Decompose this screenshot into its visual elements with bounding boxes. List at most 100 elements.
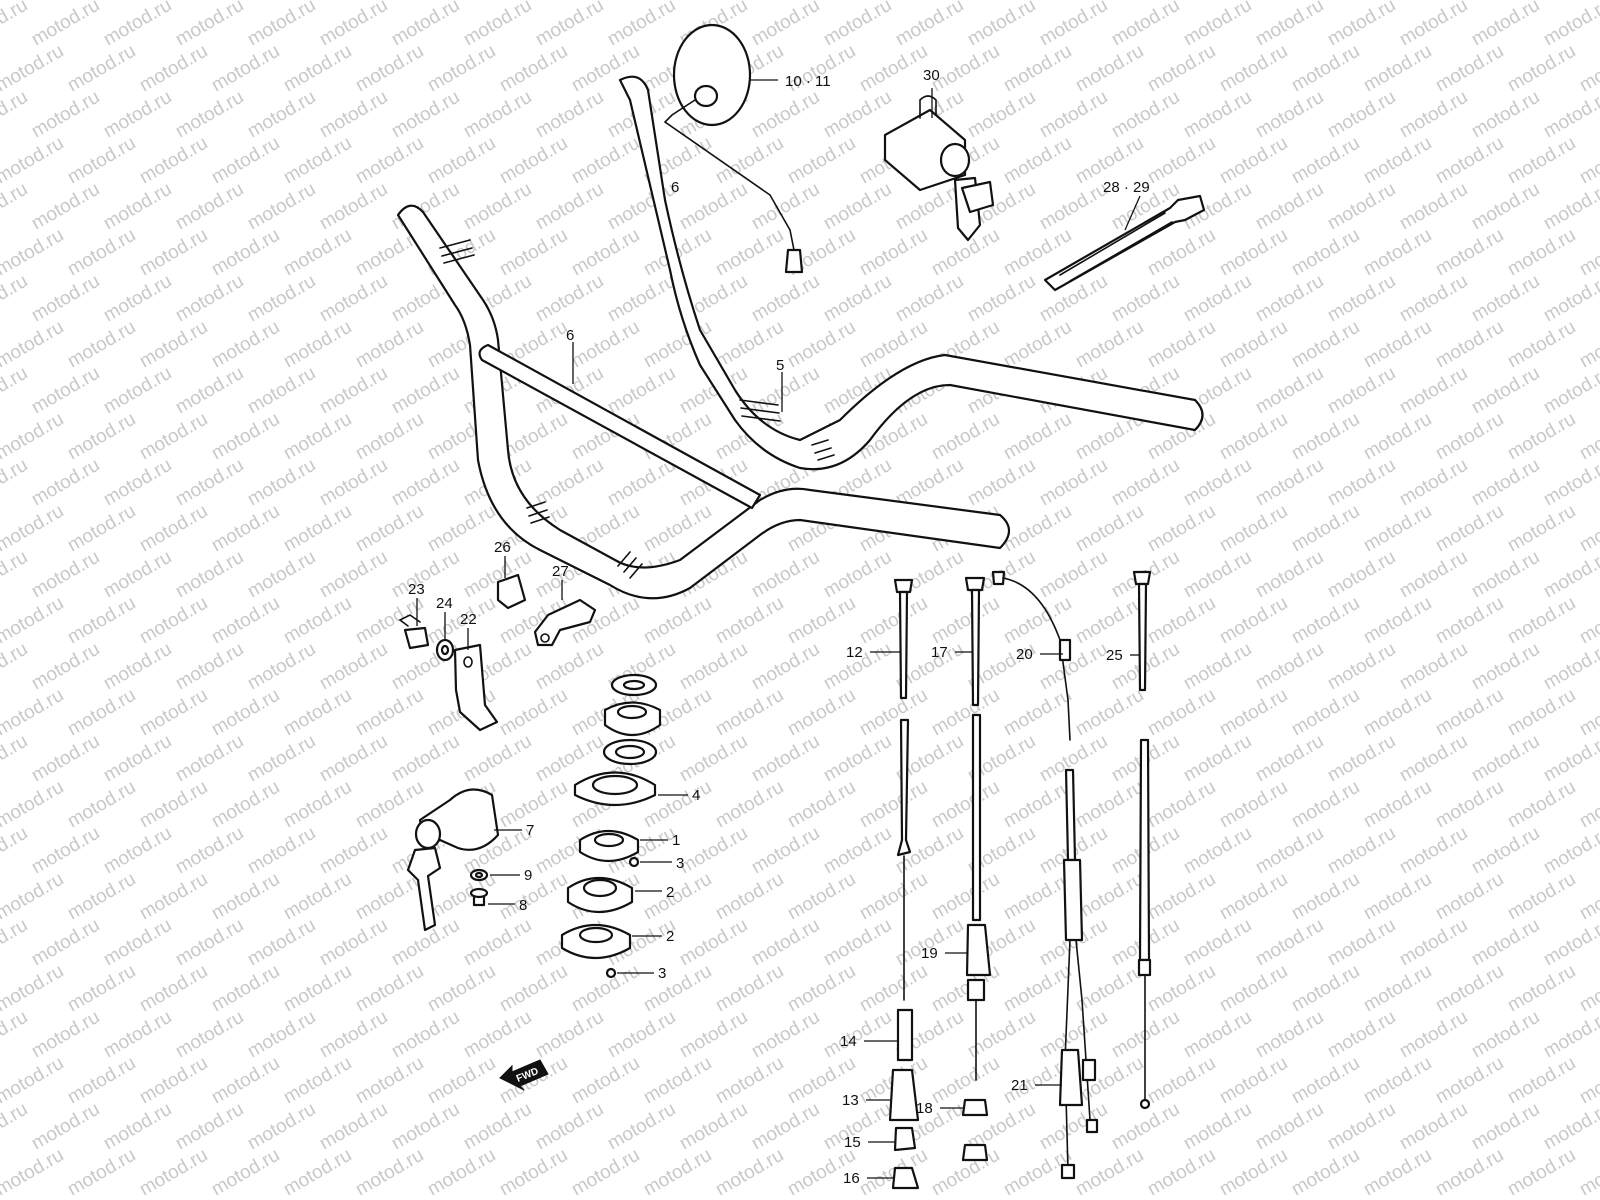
watermark-text: motod.ru [1396,179,1471,235]
watermark-text: motod.ru [1180,915,1255,971]
watermark-text: motod.ru [316,1099,391,1155]
watermark-text: motod.ru [856,869,931,925]
watermark-text: motod.ru [964,455,1039,511]
watermark-text: motod.ru [1288,317,1363,373]
watermark-text: motod.ru [316,0,391,50]
watermark-text: motod.ru [784,133,859,189]
watermark-text: motod.ru [1000,41,1075,97]
callout-2-upper: 2 [666,884,674,901]
watermark-text: motod.ru [1324,179,1399,235]
watermark-text: motod.ru [280,777,355,833]
watermark-text: motod.ru [424,501,499,557]
watermark-text: motod.ru [532,1007,607,1063]
watermark-text: motod.ru [64,961,139,1017]
watermark-text: motod.ru [1216,685,1291,741]
watermark-text: motod.ru [676,1007,751,1063]
watermark-text: motod.ru [280,1145,355,1200]
watermark-text: motod.ru [280,41,355,97]
watermark-text: motod.ru [928,777,1003,833]
watermark-text: motod.ru [208,685,283,741]
watermark-text: motod.ru [1288,685,1363,741]
watermark-text: motod.ru [1396,1099,1471,1155]
steering-lock [883,95,995,242]
watermark-text: motod.ru [1432,869,1507,925]
watermark-text: motod.ru [0,1145,67,1200]
watermark-text: motod.ru [1576,225,1600,281]
watermark-text: motod.ru [1216,317,1291,373]
watermark-text: motod.ru [676,639,751,695]
watermark-text: motod.ru [136,593,211,649]
watermark-text: motod.ru [1396,271,1471,327]
watermark-text: motod.ru [1000,0,1075,4]
watermark-text: motod.ru [1576,961,1600,1017]
watermark-text: motod.ru [1576,593,1600,649]
watermark-text: motod.ru [1252,87,1327,143]
watermark-text: motod.ru [136,1145,211,1200]
watermark-text: motod.ru [1396,1007,1471,1063]
watermark-text: motod.ru [280,409,355,465]
watermark-text: motod.ru [280,133,355,189]
watermark-text: motod.ru [28,915,103,971]
watermark-text: motod.ru [1288,1145,1363,1200]
watermark-text: motod.ru [1576,317,1600,373]
callout-20: 20 [1016,646,1033,663]
watermark-text: motod.ru [856,593,931,649]
watermark-text: motod.ru [100,547,175,603]
watermark-text: motod.ru [676,915,751,971]
watermark-text: motod.ru [1180,731,1255,787]
watermark-text: motod.ru [1360,225,1435,281]
watermark-text: motod.ru [100,363,175,419]
watermark-text: motod.ru [1216,41,1291,97]
watermark-text: motod.ru [928,593,1003,649]
watermark-text: motod.ru [0,777,67,833]
watermark-text: motod.ru [820,547,895,603]
watermark-text: motod.ru [676,179,751,235]
watermark-text: motod.ru [1324,731,1399,787]
watermark-text: motod.ru [748,731,823,787]
watermark-text: motod.ru [1468,0,1543,50]
watermark-text: motod.ru [1432,501,1507,557]
watermark-text: motod.ru [1180,547,1255,603]
watermark-text: motod.ru [784,685,859,741]
watermark-text: motod.ru [1144,961,1219,1017]
watermark-text: motod.ru [1324,915,1399,971]
watermark-text: motod.ru [1036,639,1111,695]
watermark-text: motod.ru [1468,1007,1543,1063]
watermark-text: motod.ru [28,0,103,50]
watermark-text: motod.ru [28,731,103,787]
watermark-text: motod.ru [1288,0,1363,4]
watermark-text: motod.ru [1540,1099,1600,1155]
watermark-text: motod.ru [532,87,607,143]
watermark-text: motod.ru [928,409,1003,465]
callout-12: 12 [846,644,863,661]
callout-30: 30 [923,67,940,84]
watermark-text: motod.ru [1504,133,1579,189]
watermark-text: motod.ru [1288,225,1363,281]
watermark-text: motod.ru [316,363,391,419]
watermark-text: motod.ru [280,317,355,373]
watermark-text: motod.ru [172,823,247,879]
watermark-text: motod.ru [1468,179,1543,235]
watermark-text: motod.ru [28,363,103,419]
callout-27: 27 [552,563,569,580]
watermark-text: motod.ru [1108,87,1183,143]
callout-23: 23 [408,581,425,598]
watermark-text: motod.ru [1468,639,1543,695]
watermark-text: motod.ru [1144,501,1219,557]
watermark-text: motod.ru [244,823,319,879]
watermark-text: motod.ru [280,961,355,1017]
watermark-text: motod.ru [172,271,247,327]
watermark-text: motod.ru [64,225,139,281]
watermark-text: motod.ru [208,501,283,557]
watermark-text: motod.ru [100,179,175,235]
watermark-text: motod.ru [532,271,607,327]
watermark-text: motod.ru [1540,271,1600,327]
watermark-text: motod.ru [604,1099,679,1155]
watermark-text: motod.ru [748,0,823,50]
watermark-text: motod.ru [676,731,751,787]
watermark-text: motod.ru [208,869,283,925]
watermark-text: motod.ru [460,87,535,143]
watermark-text: motod.ru [1252,639,1327,695]
watermark-text: motod.ru [352,1145,427,1200]
